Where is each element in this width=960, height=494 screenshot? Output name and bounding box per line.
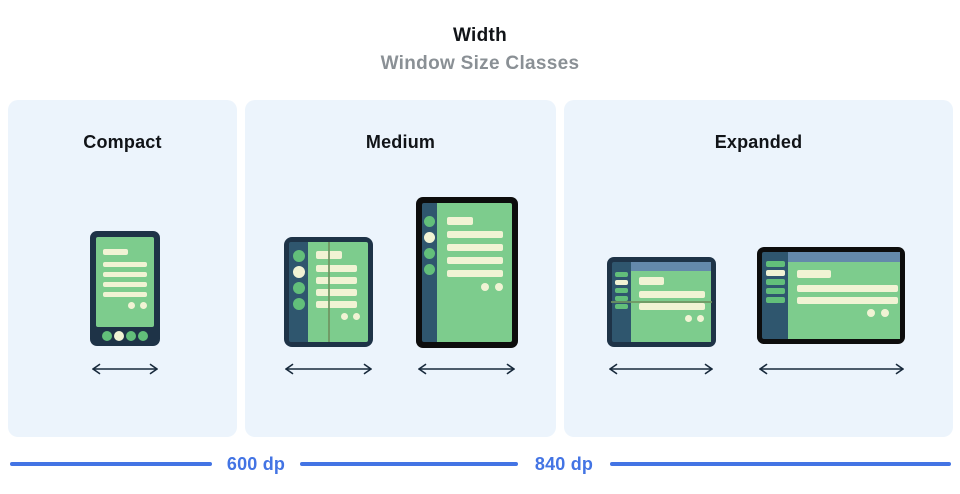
text-line-placeholder [639, 277, 664, 285]
dot-icon [685, 315, 692, 322]
diagram-title: Width [452, 25, 508, 46]
width-arrow-icon [609, 363, 713, 375]
nav-circle-icon [292, 266, 305, 278]
text-line-placeholder [639, 303, 705, 310]
action-dots [639, 315, 704, 322]
nav-dot-icon [114, 331, 124, 341]
breakpoint-line-segment [10, 462, 212, 466]
menu-line-icon [615, 280, 628, 285]
text-line-placeholder [447, 217, 473, 225]
dot-icon [495, 283, 503, 291]
landscape-foldable-illustration [607, 257, 716, 347]
nav-circle-icon [424, 232, 435, 243]
text-line-placeholder [103, 249, 128, 255]
nav-dot-icon [102, 331, 112, 341]
text-line-placeholder [447, 257, 503, 264]
phone-nav-bar [96, 327, 154, 345]
text-line-placeholder [103, 282, 147, 287]
panel-medium-label: Medium [365, 132, 436, 152]
breakpoint-600dp-label: 600 dp [226, 454, 286, 474]
text-line-placeholder [103, 292, 147, 297]
menu-line-icon [615, 272, 628, 277]
nav-circle-icon [292, 282, 305, 294]
app-window [631, 262, 711, 342]
text-line-placeholder [639, 291, 705, 298]
dot-icon [881, 309, 889, 317]
tablet-screen [437, 203, 512, 342]
text-line-placeholder [316, 301, 357, 308]
text-line-placeholder [797, 270, 831, 278]
nav-rail [289, 242, 308, 342]
open-foldable-illustration [284, 237, 373, 347]
panel-expanded-label: Expanded [714, 132, 803, 152]
panel-compact-label: Compact [83, 132, 162, 152]
panel-compact: Compact [8, 100, 237, 437]
app-top-bar [631, 262, 711, 271]
phone-screen [96, 237, 154, 327]
landscape-tablet-illustration [757, 247, 905, 344]
width-arrow-icon [285, 363, 372, 375]
text-line-placeholder [797, 285, 898, 292]
menu-line-icon [765, 270, 785, 276]
menu-line-icon [615, 304, 628, 309]
menu-line-icon [615, 288, 628, 293]
app-content [788, 262, 900, 339]
nav-circle-icon [424, 216, 435, 227]
text-line-placeholder [447, 231, 503, 238]
dot-icon [353, 313, 360, 320]
dot-icon [128, 302, 135, 309]
text-line-placeholder [316, 277, 357, 284]
app-window [788, 252, 900, 339]
menu-line-icon [765, 297, 785, 303]
nav-dot-icon [126, 331, 136, 341]
menu-line-icon [765, 279, 785, 285]
diagram-subtitle: Window Size Classes [380, 53, 580, 74]
menu-line-icon [615, 296, 628, 301]
width-arrow-icon [418, 363, 515, 375]
nav-circle-icon [292, 298, 305, 310]
text-line-placeholder [316, 265, 357, 272]
fold-crease [327, 242, 330, 342]
text-line-placeholder [103, 262, 147, 267]
text-line-placeholder [447, 244, 503, 251]
breakpoint-line-segment [610, 462, 951, 466]
panel-medium: Medium [245, 100, 556, 437]
nav-dot-icon [138, 331, 148, 341]
app-top-bar [788, 252, 900, 262]
action-dots [316, 313, 360, 320]
nav-rail [422, 203, 437, 342]
dot-icon [697, 315, 704, 322]
panel-expanded: Expanded [564, 100, 953, 437]
text-line-placeholder [103, 272, 147, 277]
breakpoint-line-segment [300, 462, 518, 466]
menu-line-icon [765, 288, 785, 294]
menu-line-icon [765, 261, 785, 267]
phone-illustration [90, 231, 160, 346]
nav-circle-icon [292, 250, 305, 262]
fold-crease [611, 301, 712, 303]
dot-icon [481, 283, 489, 291]
app-content [631, 271, 711, 342]
action-dots [447, 283, 503, 291]
portrait-tablet-illustration [416, 197, 518, 348]
width-arrow-icon [92, 363, 158, 375]
sidebar [762, 252, 788, 339]
text-line-placeholder [797, 297, 898, 304]
breakpoint-840dp-label: 840 dp [534, 454, 594, 474]
action-dots [103, 302, 147, 309]
foldable-screen [308, 242, 368, 342]
action-dots [797, 309, 889, 317]
text-line-placeholder [316, 289, 357, 296]
nav-circle-icon [424, 264, 435, 275]
dot-icon [140, 302, 147, 309]
dot-icon [867, 309, 875, 317]
nav-circle-icon [424, 248, 435, 259]
text-line-placeholder [447, 270, 503, 277]
dot-icon [341, 313, 348, 320]
width-arrow-icon [759, 363, 904, 375]
